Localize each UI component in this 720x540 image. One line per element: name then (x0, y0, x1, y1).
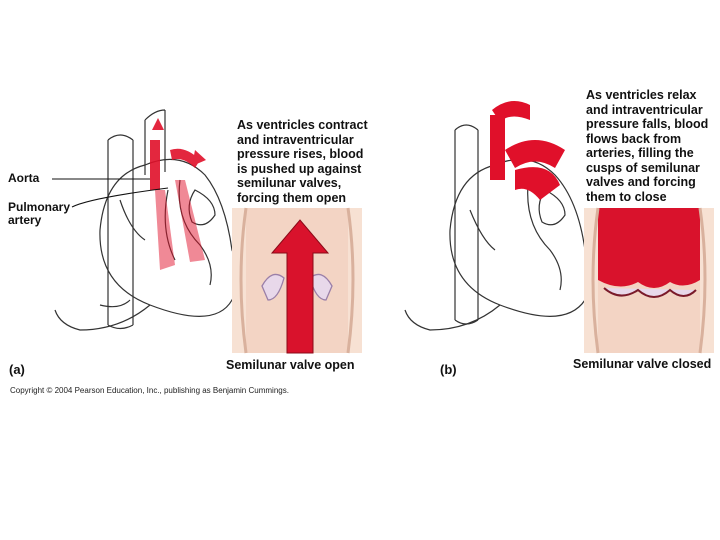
panel-b-inset-caption: Semilunar valve closed (573, 357, 712, 371)
panel-a-description: As ventricles contract and intraventricu… (237, 118, 368, 205)
aorta-label: Aorta (8, 171, 40, 185)
pulmonary-artery-label: Pulmonary artery (8, 200, 71, 227)
panel-b-letter: (b) (440, 362, 457, 377)
copyright-notice: Copyright © 2004 Pearson Education, Inc.… (10, 386, 289, 395)
panel-a-letter: (a) (9, 362, 25, 377)
valve-open-inset (232, 207, 362, 354)
panel-b-description: As ventricles relax and intraventricular… (586, 88, 709, 204)
valve-closed-inset (584, 207, 714, 354)
panel-a-inset-caption: Semilunar valve open (226, 358, 355, 372)
